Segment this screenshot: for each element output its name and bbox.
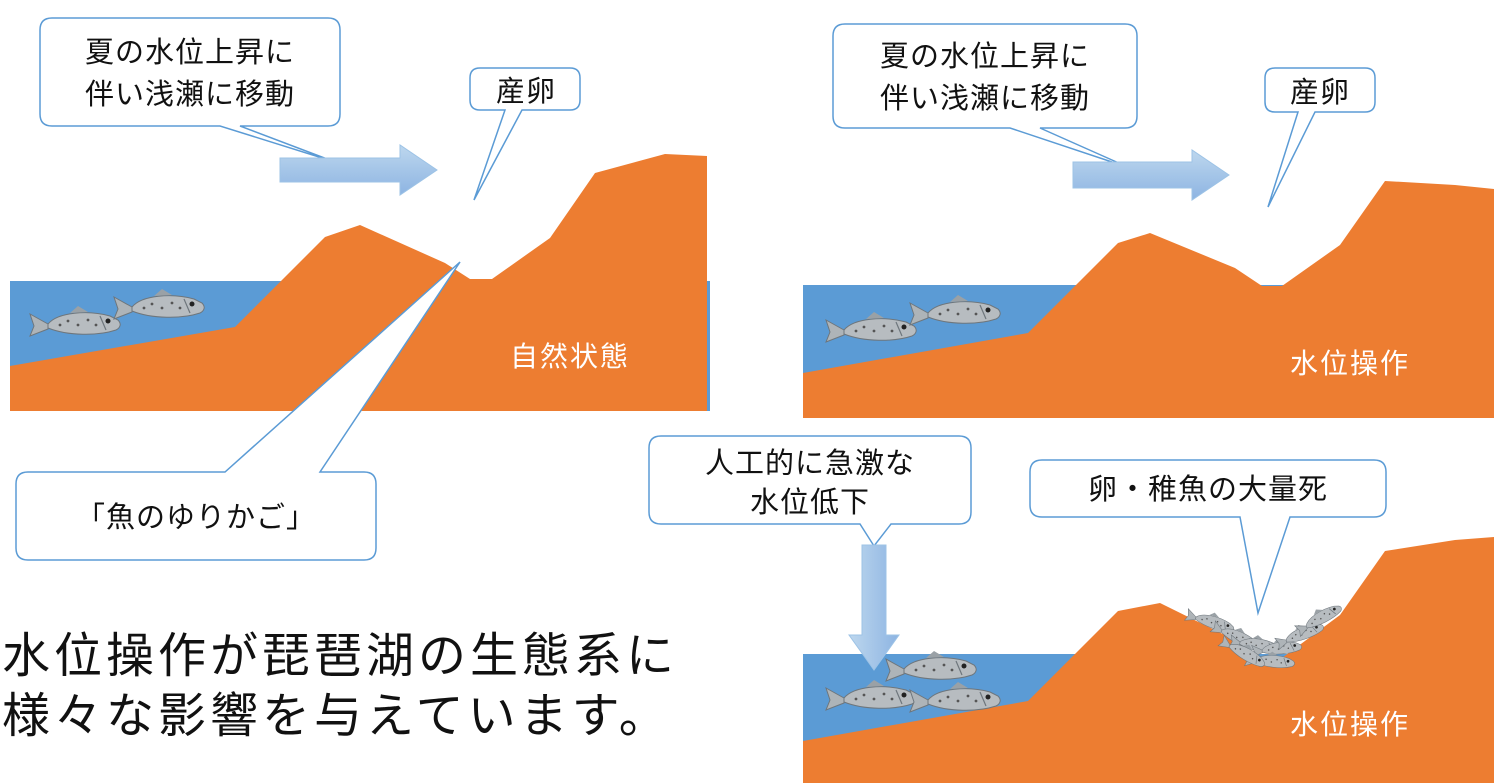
callout-text-line: 伴い浅瀬に移動: [880, 81, 1090, 115]
panel-operation-1: 水位操作: [803, 181, 1494, 418]
arrow-right-icon: [279, 144, 438, 196]
callout-text-line: 水位低下: [750, 485, 870, 519]
callout-text-line: 夏の水位上昇に: [85, 35, 295, 69]
callout-spawn-1: 産卵: [469, 67, 581, 201]
panel-label-operation: 水位操作: [1290, 708, 1410, 741]
arrow-right-icon: [1072, 149, 1230, 201]
panel-label-natural: 自然状態: [510, 340, 630, 373]
callout-spawn-2: 産卵: [1264, 67, 1376, 208]
callout-move-shallow-1: 夏の水位上昇に 伴い浅瀬に移動: [39, 17, 341, 163]
callout-move-shallow-2: 夏の水位上昇に 伴い浅瀬に移動: [832, 23, 1138, 169]
callout-text-line: 夏の水位上昇に: [880, 39, 1090, 73]
panel-label-operation: 水位操作: [1290, 347, 1410, 380]
callout-text: 産卵: [1290, 75, 1350, 109]
land-area: [803, 537, 1494, 783]
land-area: [803, 181, 1494, 418]
callout-artificial-drop: 人工的に急激な 水位低下: [648, 435, 972, 548]
panel-operation-2: 水位操作: [803, 537, 1494, 783]
arrow-down-icon: [848, 544, 900, 671]
callout-text: 卵・稚魚の大量死: [1088, 472, 1328, 506]
callout-text-line: 伴い浅瀬に移動: [85, 77, 295, 111]
callout-text: 産卵: [496, 74, 556, 108]
caption: 水位操作が琵琶湖の生態系に 様々な影響を与えています。: [2, 626, 792, 746]
caption-line: 水位操作が琵琶湖の生態系に: [2, 628, 679, 684]
callout-mass-death: 卵・稚魚の大量死: [1029, 459, 1387, 616]
callout-text: 「魚のゆりかご」: [76, 500, 316, 534]
land-area: [10, 154, 707, 411]
callout-cradle: 「魚のゆりかご」: [15, 261, 461, 561]
caption-line: 様々な影響を与えています。: [2, 688, 671, 744]
callout-text-line: 人工的に急激な: [705, 446, 915, 480]
